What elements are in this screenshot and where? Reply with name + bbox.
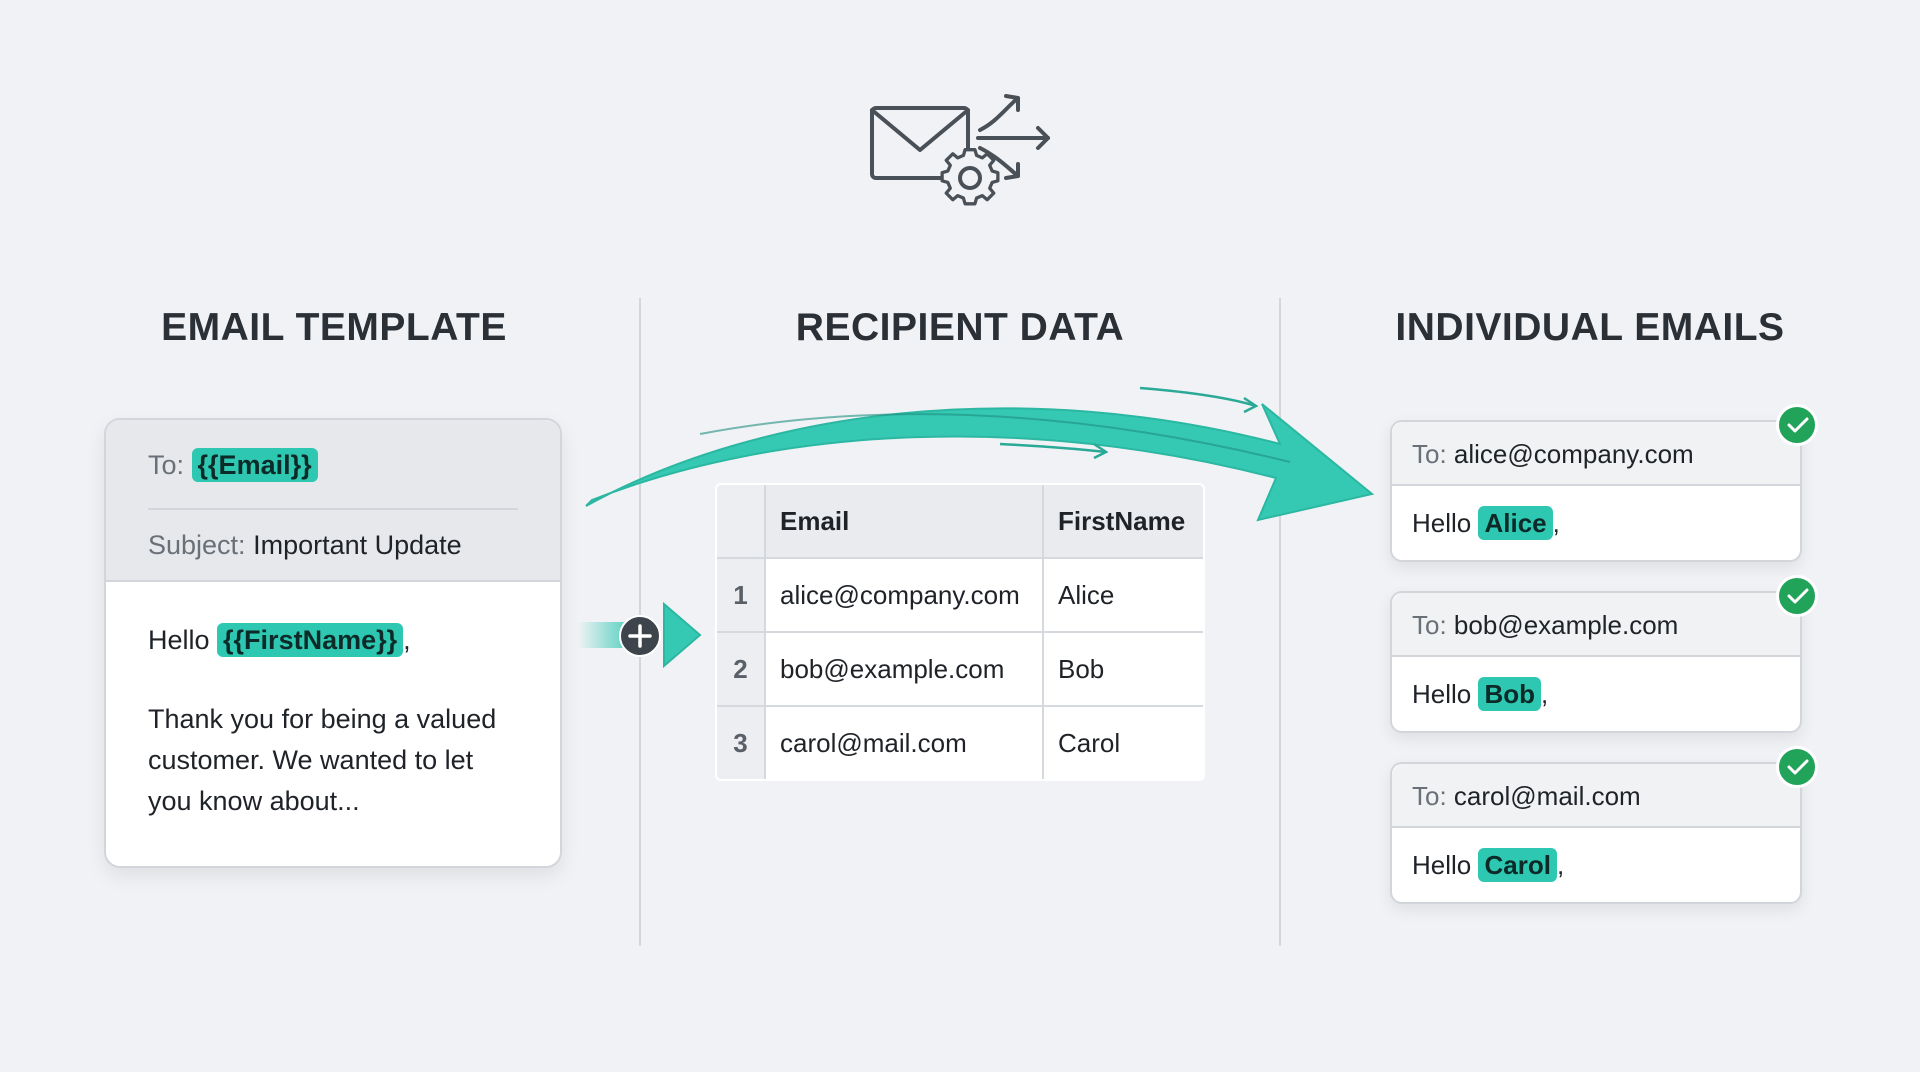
template-body: Hello {{FirstName}}, Thank you for being…: [106, 582, 560, 860]
table-header-row: Email FirstName: [717, 485, 1203, 559]
row-email: bob@example.com: [764, 631, 1044, 707]
email-greeting-row: Hello Carol,: [1392, 828, 1800, 902]
template-header: To: {{Email}} Subject: Important Update: [106, 420, 560, 582]
email-name-token: Alice: [1478, 506, 1553, 540]
plus-icon: [619, 615, 661, 657]
template-body-line-1: Thank you for being a valued: [148, 704, 497, 734]
email-to-address: bob@example.com: [1453, 610, 1679, 640]
template-body-line-2: customer. We wanted to let: [148, 745, 474, 775]
firstname-placeholder-token: {{FirstName}}: [217, 623, 404, 657]
index-header: [717, 485, 766, 559]
email-placeholder-token: {{Email}}: [191, 448, 318, 482]
template-to-label: To:: [148, 450, 185, 480]
template-greeting-line: Hello {{FirstName}},: [148, 620, 518, 661]
table-row: 1 alice@company.com Alice: [717, 557, 1203, 633]
template-to-row: To: {{Email}}: [148, 420, 518, 510]
template-body-line-3: you know about...: [148, 786, 360, 816]
email-greeting: Hello: [1412, 679, 1472, 709]
row-firstname: Carol: [1042, 705, 1203, 779]
individual-email-card-bob: To: bob@example.com Hello Bob,: [1390, 575, 1818, 733]
email-greeting-row: Hello Bob,: [1392, 657, 1800, 731]
email-template-card: To: {{Email}} Subject: Important Update …: [104, 418, 562, 868]
row-index: 2: [717, 631, 766, 707]
email-column-header: Email: [764, 485, 1044, 559]
row-index: 3: [717, 705, 766, 779]
check-icon: [1776, 575, 1818, 617]
individual-email-card-carol: To: carol@mail.com Hello Carol,: [1390, 746, 1818, 904]
template-section-title: EMAIL TEMPLATE: [161, 306, 507, 349]
template-greeting: Hello: [148, 625, 210, 655]
row-email: alice@company.com: [764, 557, 1044, 633]
email-to-label: To:: [1412, 610, 1447, 640]
email-to-label: To:: [1412, 781, 1447, 811]
table-row: 3 carol@mail.com Carol: [717, 705, 1203, 779]
email-greeting-row: Hello Alice,: [1392, 486, 1800, 560]
email-gear-send-icon: [870, 94, 1050, 206]
template-subject-value: Important Update: [253, 530, 462, 560]
data-section-title: RECIPIENT DATA: [795, 306, 1125, 349]
email-greeting-comma: ,: [1556, 850, 1565, 880]
email-to-address: carol@mail.com: [1453, 781, 1641, 811]
email-to-address: alice@company.com: [1453, 439, 1694, 469]
row-firstname: Alice: [1042, 557, 1203, 633]
email-to-label: To:: [1412, 439, 1447, 469]
email-to-row: To: carol@mail.com: [1392, 764, 1800, 828]
email-name-token: Carol: [1478, 848, 1557, 882]
template-subject-label: Subject:: [148, 530, 246, 560]
row-email: carol@mail.com: [764, 705, 1044, 779]
email-to-row: To: alice@company.com: [1392, 422, 1800, 486]
row-firstname: Bob: [1042, 631, 1203, 707]
email-greeting: Hello: [1412, 508, 1472, 538]
divider-right: [1279, 298, 1281, 946]
email-greeting: Hello: [1412, 850, 1472, 880]
email-greeting-comma: ,: [1541, 679, 1549, 709]
firstname-column-header: FirstName: [1042, 485, 1203, 559]
individual-email-card-alice: To: alice@company.com Hello Alice,: [1390, 404, 1818, 562]
check-icon: [1776, 746, 1818, 788]
email-to-row: To: bob@example.com: [1392, 593, 1800, 657]
template-greeting-comma: ,: [403, 625, 411, 655]
table-row: 2 bob@example.com Bob: [717, 631, 1203, 707]
template-subject-row: Subject: Important Update: [148, 510, 518, 561]
check-icon: [1776, 404, 1818, 446]
email-greeting-comma: ,: [1552, 508, 1560, 538]
email-name-token: Bob: [1478, 677, 1542, 711]
recipient-data-table: Email FirstName 1 alice@company.com Alic…: [715, 483, 1205, 781]
output-section-title: INDIVIDUAL EMAILS: [1395, 306, 1785, 349]
row-index: 1: [717, 557, 766, 633]
